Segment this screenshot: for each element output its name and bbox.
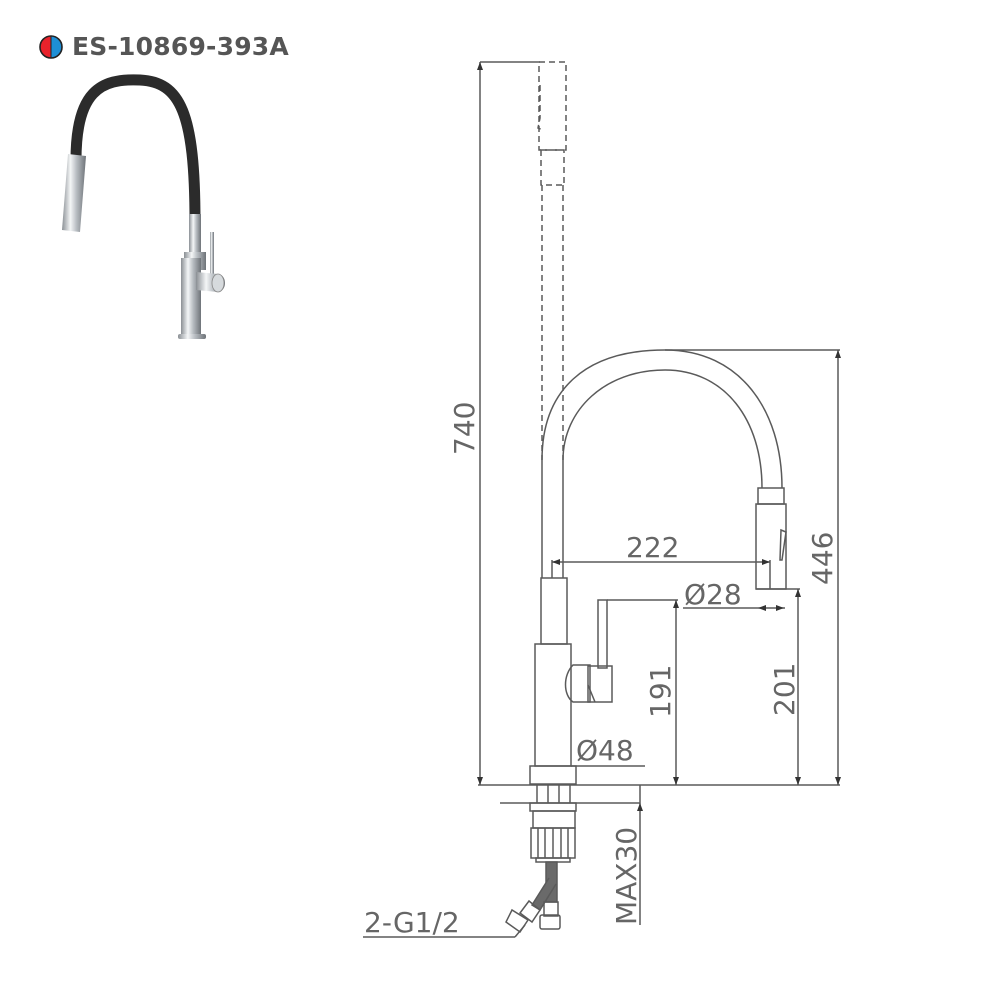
dim-spout-height: 446 <box>806 532 839 585</box>
hot-cold-indicator-icon <box>39 34 63 59</box>
dim-max-deck-thickness: MAX30 <box>610 827 643 925</box>
upper-body <box>540 577 568 645</box>
dim-handle-height: 191 <box>644 665 677 718</box>
lever <box>597 599 608 669</box>
dim-connection-thread: 2-G1/2 <box>364 906 460 939</box>
product-header: ES-10869-393A <box>38 32 289 61</box>
dim-outlet-height: 201 <box>768 663 801 716</box>
spray-head <box>62 154 86 232</box>
lever-handle <box>210 232 214 280</box>
model-code: ES-10869-393A <box>72 32 289 61</box>
product-photo <box>62 74 225 339</box>
main-body <box>534 643 572 767</box>
base-ring <box>529 765 577 785</box>
dim-spout-reach: 222 <box>626 531 679 564</box>
dim-body-diameter: Ø48 <box>576 734 634 767</box>
dim-total-height: 740 <box>448 402 481 455</box>
dim-spray-head-diameter: Ø28 <box>684 578 742 611</box>
black-hose <box>70 74 201 223</box>
spray-head-extended-outline <box>537 61 567 460</box>
spout-inner-arc <box>562 369 763 578</box>
